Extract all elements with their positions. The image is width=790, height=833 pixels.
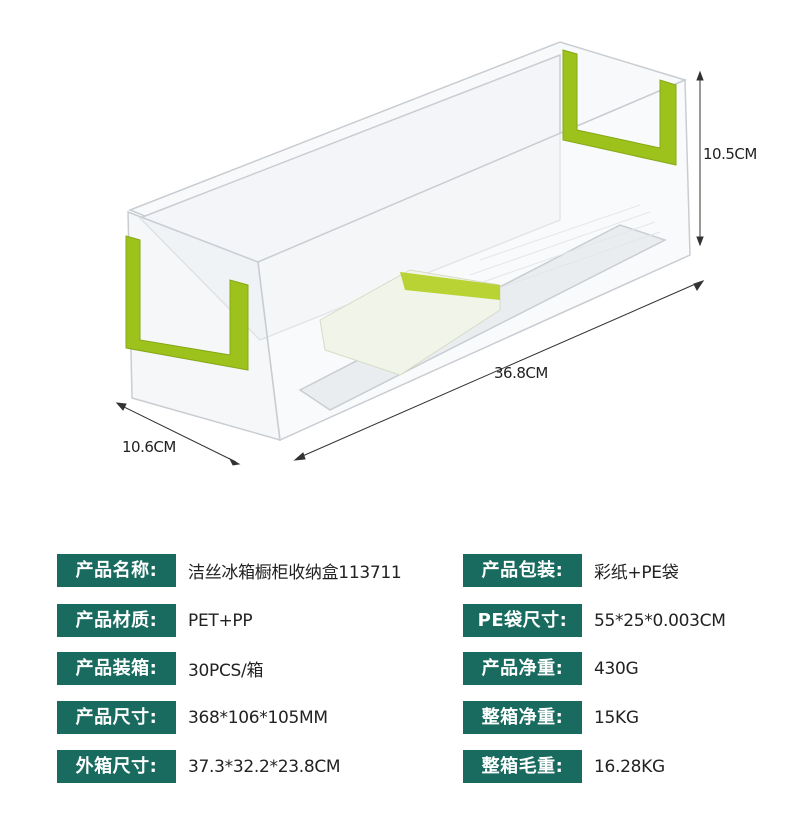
arrow-icon: [115, 402, 127, 411]
spec-row-name: 产品名称: 洁丝冰箱橱柜收纳盒113711: [57, 554, 402, 587]
spec-label: 产品净重:: [463, 652, 582, 685]
height-dimension-label: 10.5CM: [703, 145, 757, 163]
spec-label: 产品尺寸:: [57, 701, 176, 734]
spec-value: 430G: [594, 658, 639, 679]
spec-value: 55*25*0.003CM: [594, 610, 726, 631]
arrow-icon: [293, 452, 306, 461]
spec-value: 37.3*32.2*23.8CM: [188, 756, 341, 777]
arrow-icon: [696, 236, 704, 247]
product-image-storage-box: [115, 41, 705, 466]
spec-value: 368*106*105MM: [188, 707, 328, 728]
spec-label: 产品装箱:: [57, 652, 176, 685]
spec-value: 洁丝冰箱橱柜收纳盒113711: [188, 563, 402, 583]
spec-value: 30PCS/箱: [188, 661, 264, 681]
spec-row-bag-size: PE袋尺寸: 55*25*0.003CM: [463, 604, 726, 637]
spec-row-carton-gross-weight: 整箱毛重: 16.28KG: [463, 750, 665, 783]
handle-right: [562, 49, 677, 166]
spec-row-net-weight: 产品净重: 430G: [463, 652, 639, 685]
width-dimension-label: 10.6CM: [122, 438, 176, 456]
arrow-icon: [228, 457, 241, 466]
spec-label: 整箱毛重:: [463, 750, 582, 783]
spec-row-carton-size: 外箱尺寸: 37.3*32.2*23.8CM: [57, 750, 341, 783]
arrow-icon: [693, 280, 705, 291]
handle-left: [125, 235, 249, 371]
arrow-icon: [696, 70, 704, 81]
spec-label: 产品材质:: [57, 604, 176, 637]
spec-value: 16.28KG: [594, 756, 665, 777]
spec-value: PET+PP: [188, 610, 253, 631]
spec-row-packing: 产品装箱: 30PCS/箱: [57, 652, 263, 685]
spec-value: 彩纸+PE袋: [594, 563, 679, 583]
product-label-stripe: [400, 272, 500, 300]
spec-row-carton-net-weight: 整箱净重: 15KG: [463, 701, 639, 734]
spec-label: 外箱尺寸:: [57, 750, 176, 783]
spec-row-size: 产品尺寸: 368*106*105MM: [57, 701, 328, 734]
spec-label: 产品名称:: [57, 554, 176, 587]
spec-value: 15KG: [594, 707, 639, 728]
length-dimension-label: 36.8CM: [494, 364, 548, 382]
spec-row-package: 产品包装: 彩纸+PE袋: [463, 554, 679, 587]
product-label-card: [319, 269, 501, 376]
spec-label: PE袋尺寸:: [463, 604, 582, 637]
spec-row-material: 产品材质: PET+PP: [57, 604, 253, 637]
width-dimension-line: [119, 404, 237, 463]
spec-label: 整箱净重:: [463, 701, 582, 734]
spec-label: 产品包装:: [463, 554, 582, 587]
length-dimension-line: [297, 281, 701, 459]
